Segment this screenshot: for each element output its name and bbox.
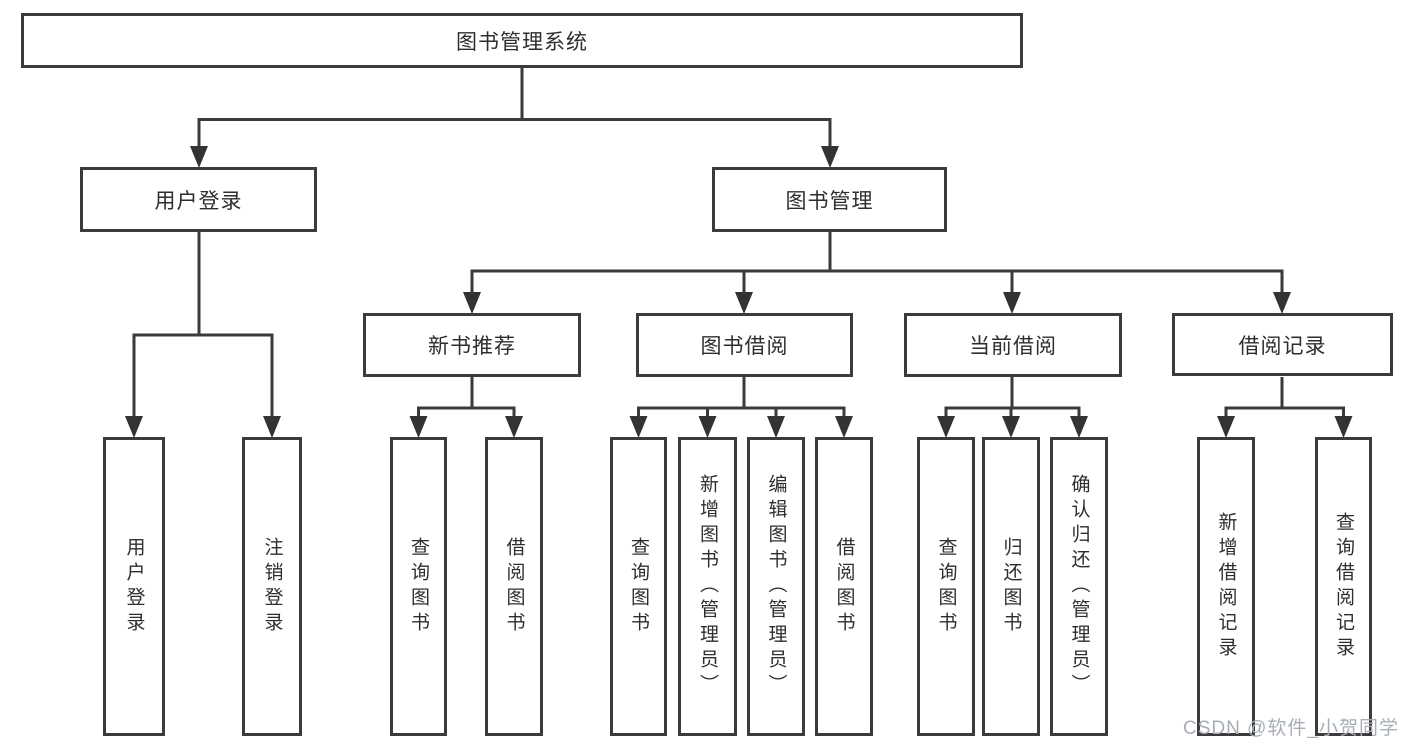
node-label: 新增借阅记录 bbox=[1215, 511, 1237, 662]
node-label: 归还图书 bbox=[1000, 536, 1022, 637]
node-label: 图书借阅 bbox=[700, 335, 789, 358]
node-borrowing-records: 借阅记录 bbox=[1172, 313, 1393, 376]
leaf-add-book-admin: 新增图书（管理员） bbox=[678, 437, 737, 736]
leaf-user-login: 用户登录 bbox=[103, 437, 165, 736]
leaf-edit-book-admin: 编辑图书（管理员） bbox=[747, 437, 805, 736]
node-label: 借阅图书 bbox=[503, 536, 525, 637]
node-label: 新书推荐 bbox=[428, 335, 516, 358]
node-label: 用户登录 bbox=[154, 189, 243, 213]
node-label: 借阅记录 bbox=[1238, 334, 1327, 358]
node-book-borrowing: 图书借阅 bbox=[636, 313, 853, 377]
node-label: 确认归还（管理员） bbox=[1068, 474, 1090, 699]
leaf-borrow-book: 借阅图书 bbox=[815, 437, 873, 736]
leaf-logout: 注销登录 bbox=[242, 437, 302, 736]
node-label: 编辑图书（管理员） bbox=[765, 474, 787, 699]
watermark: CSDN @软件_小贺同学 bbox=[1183, 718, 1399, 739]
node-label: 图书管理系统 bbox=[456, 30, 588, 54]
arrowheads bbox=[125, 146, 1353, 438]
leaf-confirm-return-admin: 确认归还（管理员） bbox=[1050, 437, 1108, 736]
node-label: 新增图书（管理员） bbox=[697, 474, 718, 699]
node-label: 查询图书 bbox=[408, 536, 429, 637]
leaf-return-book: 归还图书 bbox=[982, 437, 1040, 736]
node-label: 当前借阅 bbox=[969, 335, 1057, 358]
node-label: 查询图书 bbox=[628, 536, 649, 637]
node-label: 用户登录 bbox=[123, 536, 145, 637]
leaf-query-book-borrowing: 查询图书 bbox=[610, 437, 667, 736]
node-label: 借阅图书 bbox=[833, 536, 855, 637]
node-new-book-recommend: 新书推荐 bbox=[363, 313, 581, 377]
node-label: 查询图书 bbox=[935, 536, 957, 637]
leaf-add-borrow-record: 新增借阅记录 bbox=[1197, 437, 1255, 736]
leaf-query-book-current: 查询图书 bbox=[917, 437, 975, 736]
node-label: 查询借阅记录 bbox=[1333, 511, 1354, 662]
leaf-query-borrow-record: 查询借阅记录 bbox=[1315, 437, 1372, 736]
node-current-borrowing: 当前借阅 bbox=[904, 313, 1122, 377]
leaf-query-book-recommend: 查询图书 bbox=[390, 437, 447, 736]
node-label: 注销登录 bbox=[261, 536, 283, 637]
node-user-login: 用户登录 bbox=[80, 167, 317, 232]
node-book-management: 图书管理 bbox=[712, 167, 947, 232]
leaf-borrow-book-recommend: 借阅图书 bbox=[485, 437, 543, 736]
node-root: 图书管理系统 bbox=[21, 13, 1023, 68]
node-label: 图书管理 bbox=[785, 189, 874, 213]
